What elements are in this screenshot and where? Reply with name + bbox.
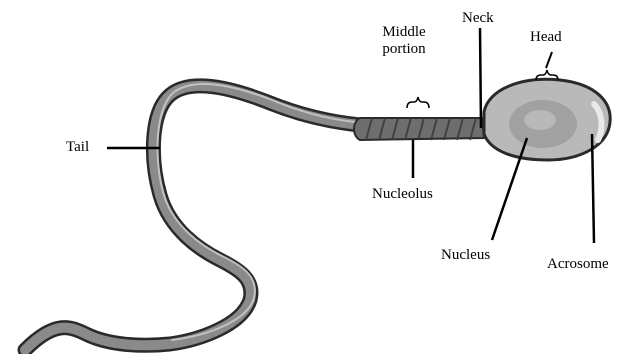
label-middle-portion: Middle portion bbox=[367, 24, 441, 58]
label-middle-portion-line1: Middle bbox=[367, 24, 441, 41]
middle-portion-bracket bbox=[407, 97, 429, 108]
label-nucleolus: Nucleolus bbox=[372, 186, 433, 203]
label-head: Head bbox=[530, 29, 562, 46]
label-nucleus: Nucleus bbox=[441, 247, 490, 264]
label-middle-portion-line2: portion bbox=[367, 41, 441, 58]
sperm-tail bbox=[25, 84, 360, 350]
acrosome-leader-line bbox=[592, 134, 594, 243]
head-leader-line bbox=[546, 52, 552, 68]
label-acrosome: Acrosome bbox=[547, 256, 609, 273]
neck-leader-line bbox=[480, 28, 481, 128]
middle-portion-shape bbox=[354, 118, 484, 140]
label-neck: Neck bbox=[462, 10, 494, 27]
label-tail: Tail bbox=[66, 139, 89, 156]
